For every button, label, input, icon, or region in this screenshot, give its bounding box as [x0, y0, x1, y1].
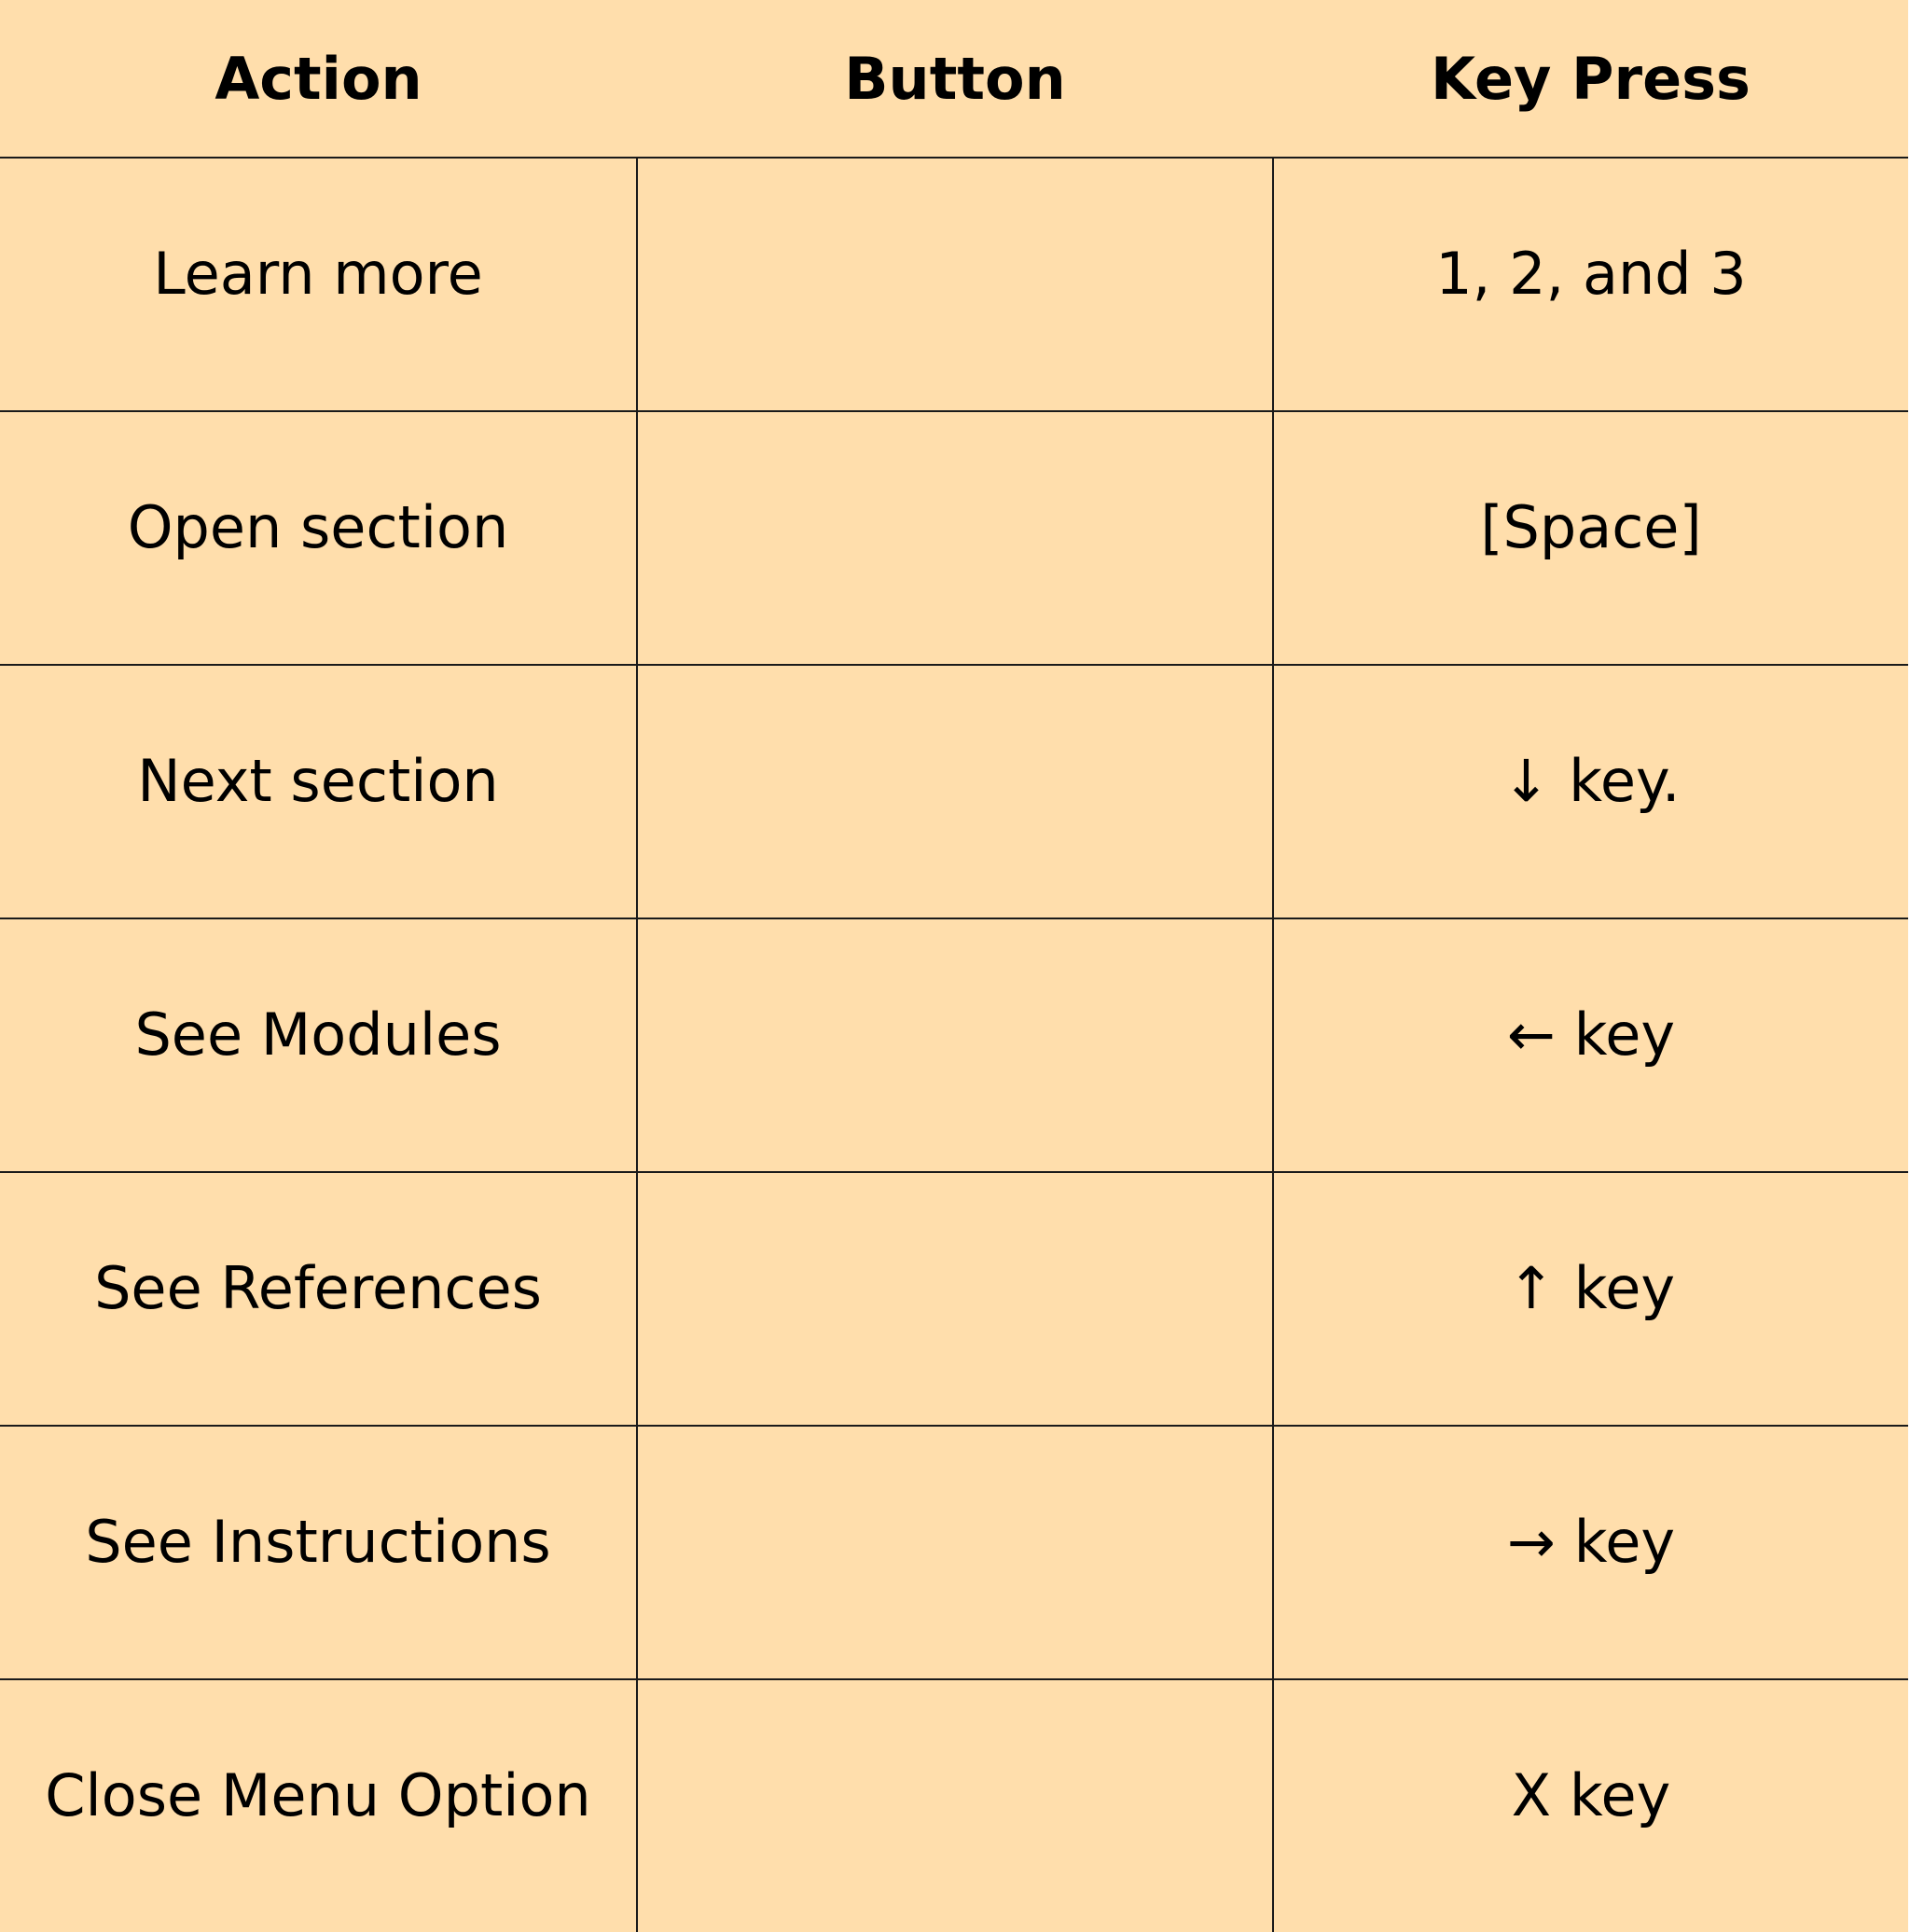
table-header: Action Button Key Press	[0, 0, 1908, 159]
action-cell: Close Menu Option	[0, 1678, 637, 1932]
key-press-cell: ↑ key	[1273, 1171, 1908, 1427]
key-press-cell: ← key	[1273, 918, 1908, 1173]
key-press-cell: 1, 2, and 3	[1273, 157, 1908, 412]
key-press-cell: [Space]	[1273, 410, 1908, 666]
action-cell: Learn more	[0, 157, 637, 412]
button-cell	[636, 1425, 1274, 1680]
action-cell: See References	[0, 1171, 637, 1427]
key-press-cell: → key	[1273, 1425, 1908, 1680]
button-cell	[636, 1171, 1274, 1427]
table-row: See References ↑ key	[0, 1171, 1908, 1427]
table-body: Learn more 1, 2, and 3 Open section [Spa…	[0, 157, 1908, 1932]
header-action: Action	[0, 0, 637, 159]
action-cell: Open section	[0, 410, 637, 666]
key-press-cell: ↓ key.	[1273, 664, 1908, 919]
header-button: Button	[637, 0, 1273, 159]
header-row: Action Button Key Press	[0, 0, 1908, 159]
table-row: Learn more 1, 2, and 3	[0, 157, 1908, 412]
button-cell	[636, 664, 1274, 919]
table-row: See Instructions → key	[0, 1425, 1908, 1680]
table-row: See Modules ← key	[0, 918, 1908, 1173]
table-row: Open section [Space]	[0, 410, 1908, 666]
key-press-cell: X key	[1273, 1678, 1908, 1932]
table-row: Next section ↓ key.	[0, 664, 1908, 919]
button-cell	[636, 410, 1274, 666]
button-cell	[636, 1678, 1274, 1932]
button-cell	[636, 918, 1274, 1173]
header-key-press: Key Press	[1273, 0, 1908, 159]
action-cell: See Instructions	[0, 1425, 637, 1680]
table-row: Close Menu Option X key	[0, 1678, 1908, 1932]
button-cell	[636, 157, 1274, 412]
action-cell: See Modules	[0, 918, 637, 1173]
action-cell: Next section	[0, 664, 637, 919]
